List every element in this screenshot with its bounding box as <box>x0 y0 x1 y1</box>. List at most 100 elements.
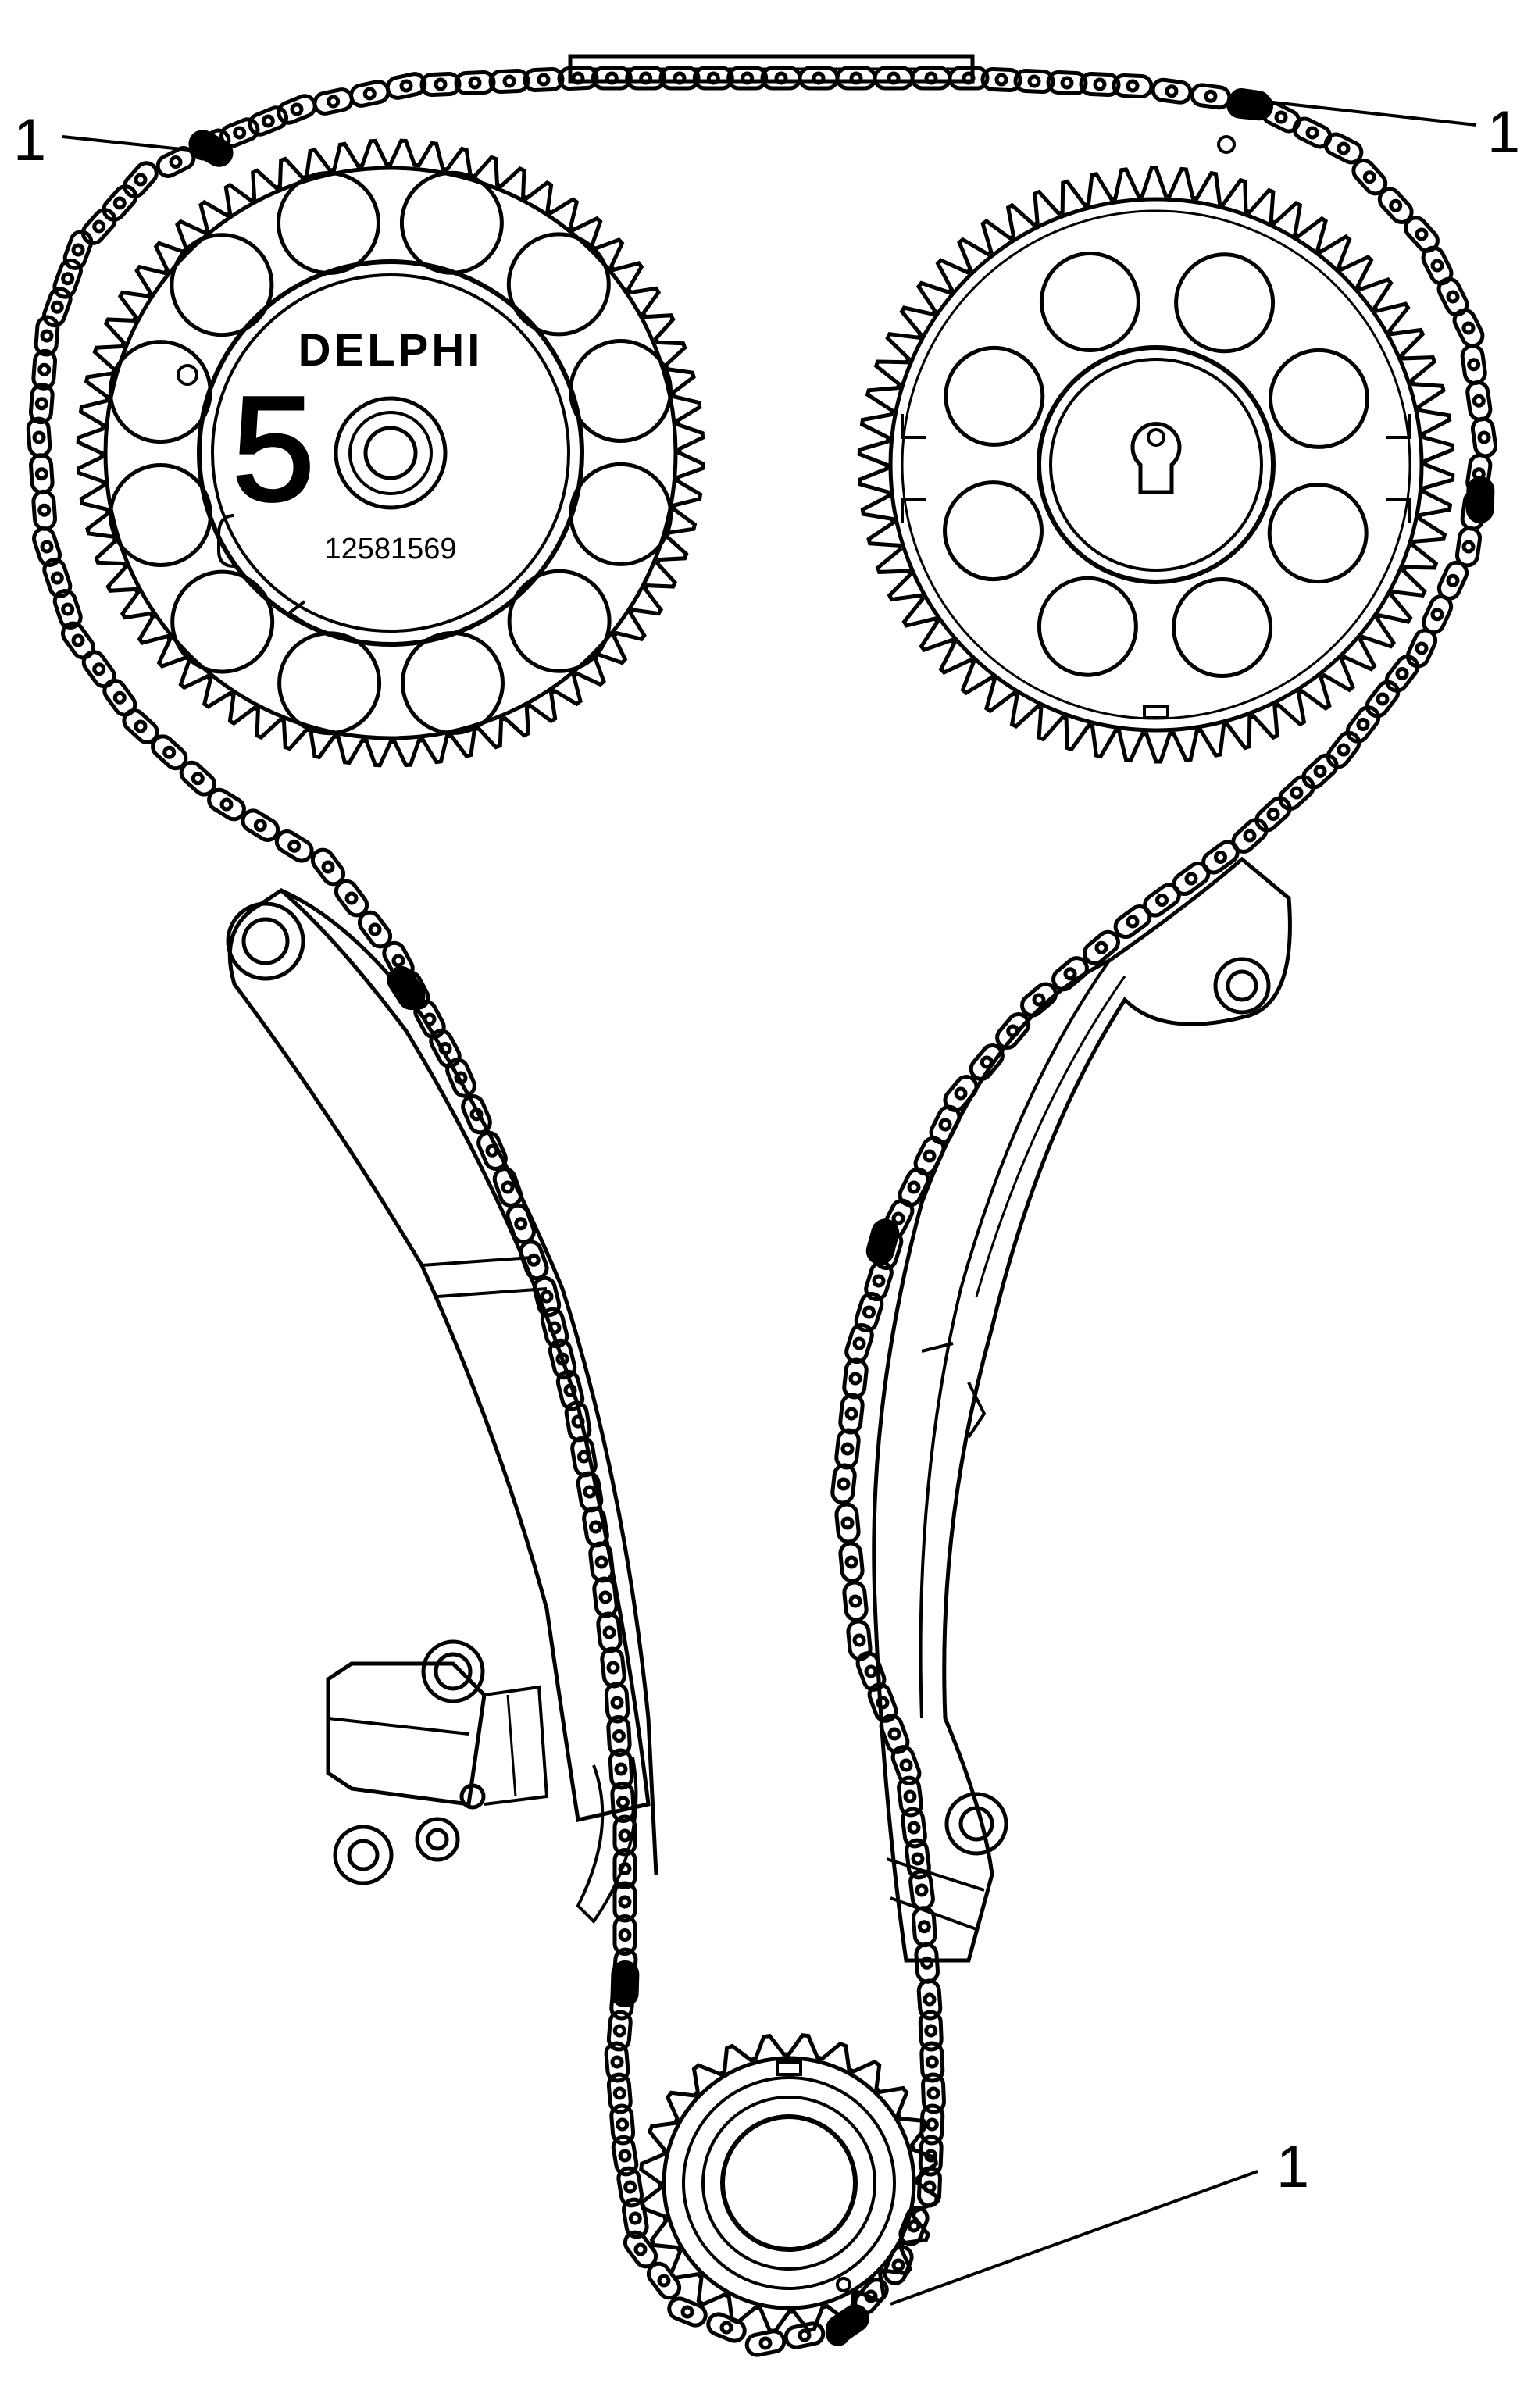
chain-link <box>31 348 58 391</box>
right-sprocket-rim-inner <box>901 209 1411 720</box>
chain-pin <box>612 1729 626 1743</box>
chain-link <box>830 1463 857 1505</box>
chain-link <box>454 70 496 95</box>
chain-pin <box>925 2117 939 2132</box>
chain-link <box>591 66 633 91</box>
sprocket-lightening-hole <box>170 569 275 674</box>
sprocket-lightening-hole <box>399 170 504 275</box>
chain-link <box>897 1775 923 1818</box>
chain-pin <box>92 219 106 234</box>
sprocket-lightening-hole <box>170 233 274 337</box>
chain-pin <box>32 430 46 444</box>
chain-link <box>616 2166 644 2208</box>
sprocket-lightening-hole <box>569 339 673 443</box>
chain-pin <box>468 76 482 90</box>
right-hub-lug <box>1143 705 1169 719</box>
right-chain-guide <box>872 856 1292 1963</box>
chain-tensioner <box>326 1639 549 1885</box>
chain-pin <box>526 1253 541 1267</box>
chain-pin <box>1027 74 1041 88</box>
chain-pin <box>840 1442 855 1456</box>
sprocket-lightening-hole <box>1172 577 1273 678</box>
chain-pin <box>1032 993 1046 1007</box>
timing-mark-link <box>387 965 426 1011</box>
chain-link <box>429 1029 462 1068</box>
chain-pin <box>112 196 127 210</box>
chain-pin <box>907 1180 921 1194</box>
chain-link <box>606 1715 632 1757</box>
chain-link <box>42 287 73 328</box>
sprocket-lightening-hole <box>1174 252 1276 354</box>
chain-pin <box>907 2219 921 2233</box>
chain-pin <box>938 1118 952 1132</box>
chain-link <box>1345 705 1381 744</box>
chain-link <box>604 2041 630 2083</box>
chain-pin <box>1184 872 1198 886</box>
chain-link <box>842 1580 869 1622</box>
chain-pin <box>537 73 551 87</box>
chain-link <box>1323 132 1364 165</box>
left-hub-ring-1 <box>334 396 448 510</box>
right-hub-outer <box>1037 345 1276 584</box>
chain-link <box>879 1714 910 1754</box>
left-sprocket-rim <box>103 166 678 740</box>
chain-link <box>1013 68 1055 95</box>
chain-pin <box>344 891 359 905</box>
chain-link <box>52 258 83 299</box>
chain-pin <box>50 571 64 585</box>
chain-link <box>604 1682 630 1724</box>
right-hub-inner <box>1049 358 1263 572</box>
chain-link <box>890 1745 922 1785</box>
chain-pin <box>1337 141 1351 155</box>
chain-pin <box>1165 84 1179 98</box>
left-hub-notch <box>217 514 235 568</box>
chain-link <box>798 66 840 91</box>
chain-pin <box>610 1696 624 1710</box>
chain-pin <box>61 272 75 286</box>
chain-pin <box>1305 126 1319 140</box>
left-hub-ring-2 <box>348 411 433 495</box>
chain-link <box>600 1646 626 1689</box>
chain-link <box>1231 818 1269 854</box>
chain-link <box>901 1807 927 1849</box>
crank-hub-ring <box>682 2076 896 2290</box>
sprocket-lightening-hole <box>1267 483 1369 584</box>
chain-link <box>621 2197 649 2239</box>
chain-pin <box>628 2211 642 2225</box>
chain-pin <box>606 1661 620 1675</box>
sprocket-lightening-hole <box>506 232 611 337</box>
delphi-logo-text: DELPHI <box>298 325 484 376</box>
chain-pin <box>848 1594 862 1608</box>
chain-pin <box>583 1485 597 1499</box>
chain-pin <box>40 329 54 343</box>
leader-top-left <box>62 135 212 154</box>
chain-pin <box>680 2305 694 2319</box>
sprocket-lightening-hole <box>944 345 1045 447</box>
chain-link <box>606 2072 633 2114</box>
chain-link <box>61 621 95 660</box>
chain-pin <box>924 2024 938 2038</box>
right-sprocket-holes <box>943 252 1369 678</box>
sprocket-lightening-hole <box>277 171 380 275</box>
chain-pin <box>327 95 341 109</box>
chain-pin <box>614 1762 628 1776</box>
chain-link <box>1112 73 1154 99</box>
chain-pin <box>37 362 52 376</box>
right-sprocket-tabs <box>901 414 1411 523</box>
chain-pin <box>848 1372 862 1386</box>
leader-top-right <box>1265 100 1477 127</box>
chain-pin <box>61 602 75 616</box>
chain-pin <box>501 1180 515 1194</box>
chain-link <box>596 1611 623 1653</box>
crankshaft-sprocket <box>639 2033 939 2333</box>
chain-pin <box>1337 743 1351 757</box>
chain-pin <box>1389 198 1403 212</box>
chain-link <box>646 2261 682 2300</box>
chain-pin <box>891 2258 905 2272</box>
chain-link <box>846 1619 873 1661</box>
chain-pin <box>1395 667 1409 680</box>
chain-pin <box>887 1727 901 1741</box>
chain-link <box>612 1814 637 1857</box>
chain-pin <box>926 2086 940 2100</box>
callout-label-top-right: 1 <box>1487 99 1520 166</box>
